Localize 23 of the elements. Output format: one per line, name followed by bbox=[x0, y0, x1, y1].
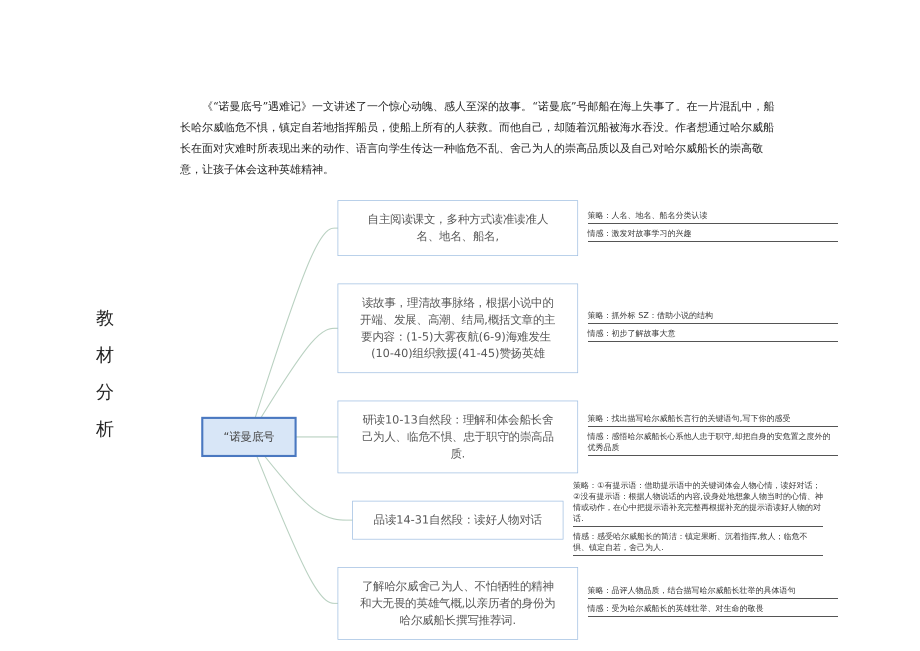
note-text: 情感：感受哈尔威船长的简洁：镇定果断、沉着指挥,救人；临危不惧、镇定自若，舍己为人. bbox=[573, 531, 824, 556]
connector bbox=[256, 456, 338, 604]
connector bbox=[264, 456, 353, 521]
note-text: 策略：品评人物品质，结合描写哈尔威船长壮举的具体语句 bbox=[588, 585, 838, 600]
note-text: 策略：①有提示语：借助提示语中的关键词体会人物心情，读好对话；②没有提示语：根据人物说话的内容,设身处地想象人物当时的心情、神情或动作，在心中把提示语补充完整再根据补充的提示语读好人物的对话. bbox=[573, 480, 824, 528]
note-text: 策略：抓外标 SZ：借助小说的结构 bbox=[588, 310, 838, 324]
node-box: 品读14-31自然段：读好人物对话 bbox=[352, 500, 564, 540]
side-heading: 教材分析 bbox=[96, 307, 115, 442]
node-box: 读故事，理清故事脉络，根据小说中的开端、发展、高潮、结局,概括文章的主要内容：(1-5)大雾夜航(6-9)海难发生 (10-40)组织救援(41-45)赞扬英雄 bbox=[338, 284, 578, 374]
note-text: 情感：初步了解故事大意 bbox=[588, 328, 838, 342]
note-text: 情感：激发对故事学习的兴趣 bbox=[588, 228, 838, 242]
node-box: 了解哈尔威舍己为人、不怕牺牲的精神和大无畏的英雄气概,以亲历者的身份为哈尔威船长撰写推荐词. bbox=[338, 567, 578, 640]
note-text: 策略：人名、地名、船名分类认读 bbox=[588, 210, 838, 224]
node-box: 自主阅读课文，多种方式读准读准人名、地名、船名, bbox=[338, 200, 578, 256]
connector bbox=[296, 436, 338, 438]
note-text: 情感：感悟哈尔威船长心系他人忠于职守,却把自身的安危置之度外的优秀品质 bbox=[588, 431, 838, 456]
node-box: 研读10-13自然段：理解和体会船长舍己为人、临危不惧、忠于职守的崇高品质. bbox=[338, 400, 578, 474]
connector bbox=[254, 228, 338, 418]
intro-paragraph: 《“诺曼底号”遇难记》一文讲述了一个惊心动魄、感人至深的故事。“诺曼底”号邮船在海上失事了。在一片混乱中，船长哈尔威临危不惧，镇定自若地指挥船员，使船上所有的人获救。而他自己，却随着沉船被海水吞没。作者想通过哈尔威船长在面对灾难时所表现出来的动作、语言向学生传达一种临危不乱、舍己为人的崇高品质以及自己对哈尔威船长的崇高敬意，让孩子体会这种英雄精神。 bbox=[180, 99, 776, 178]
connector bbox=[260, 328, 338, 418]
node-box: “诺曼底号 bbox=[201, 416, 297, 458]
note-text: 策略：找出描写哈尔威船长言行的关键语句,写下你的感受 bbox=[588, 413, 838, 428]
note-text: 情感：受为哈尔威船长的英雄壮举、对生命的敬畏 bbox=[588, 603, 838, 618]
